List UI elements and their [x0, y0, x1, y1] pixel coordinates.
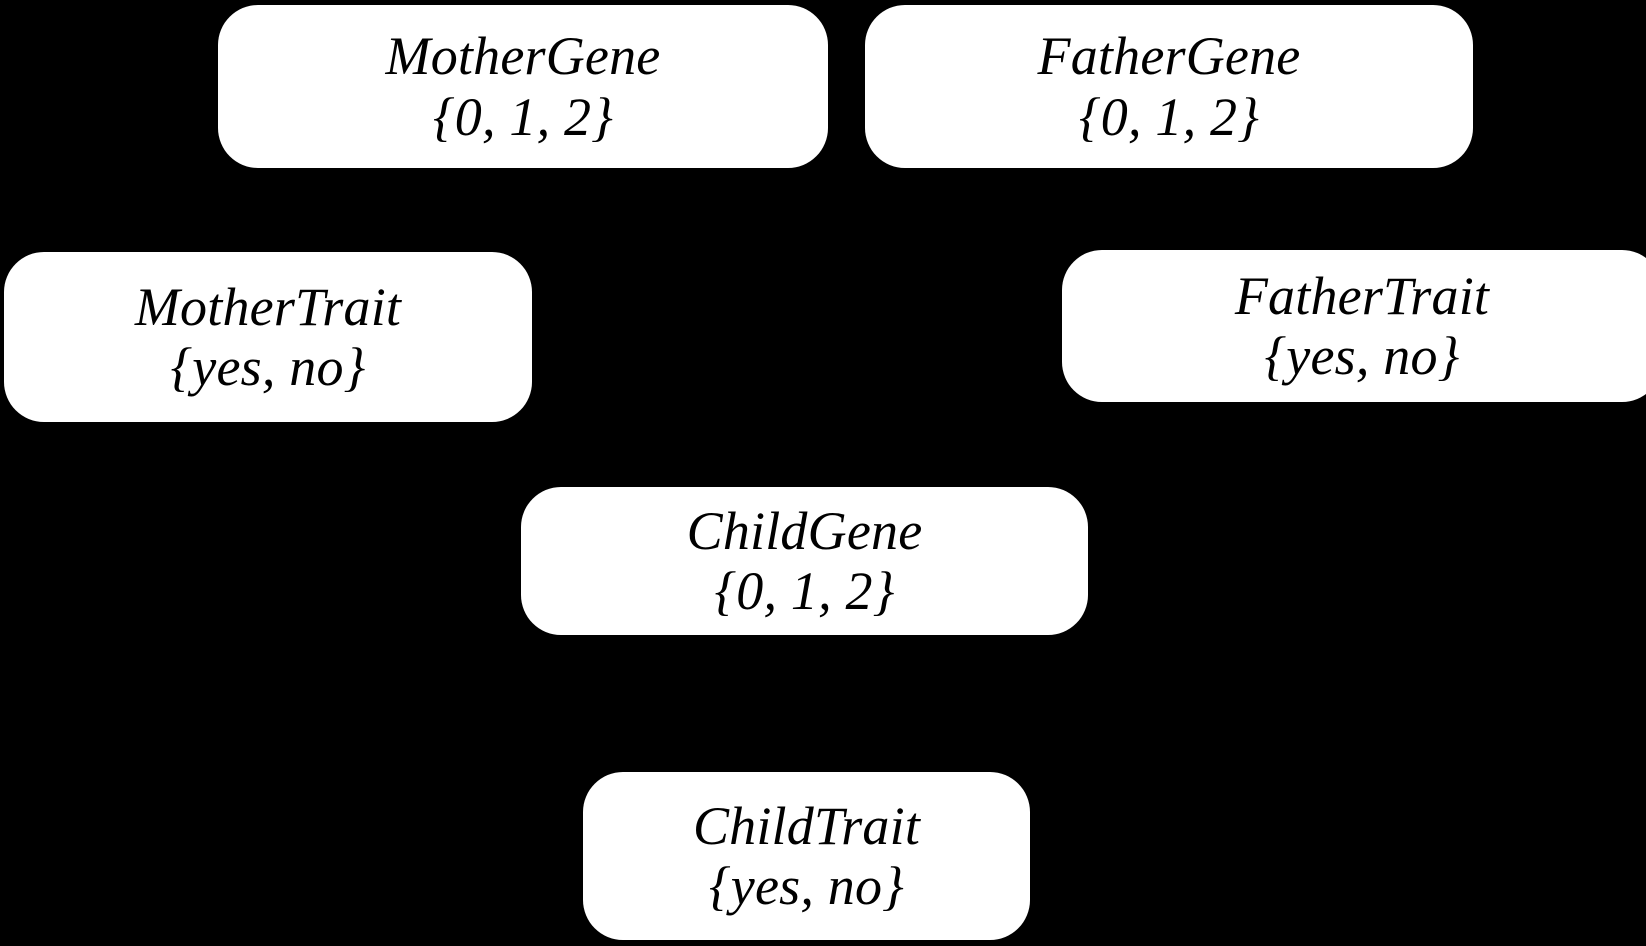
node-mother-trait-title: MotherTrait	[134, 276, 402, 337]
node-child-trait[interactable]: ChildTrait {yes, no}	[583, 772, 1030, 940]
node-child-gene-title: ChildGene	[686, 500, 923, 561]
node-mother-gene-title: MotherGene	[385, 26, 661, 87]
node-father-trait[interactable]: FatherTrait {yes, no}	[1062, 250, 1646, 402]
node-child-trait-domain: {yes, no}	[709, 856, 904, 916]
node-father-trait-domain: {yes, no}	[1264, 326, 1460, 386]
node-child-gene[interactable]: ChildGene {0, 1, 2}	[521, 487, 1088, 635]
node-mother-gene[interactable]: MotherGene {0, 1, 2}	[218, 5, 828, 168]
node-mother-trait-domain: {yes, no}	[170, 337, 366, 397]
node-father-gene-title: FatherGene	[1037, 26, 1301, 87]
node-child-trait-title: ChildTrait	[692, 795, 921, 856]
node-father-trait-title: FatherTrait	[1234, 265, 1490, 326]
node-father-gene[interactable]: FatherGene {0, 1, 2}	[865, 5, 1473, 168]
node-child-gene-domain: {0, 1, 2}	[714, 561, 895, 621]
node-father-gene-domain: {0, 1, 2}	[1079, 86, 1259, 147]
node-mother-gene-domain: {0, 1, 2}	[433, 86, 613, 147]
node-mother-trait[interactable]: MotherTrait {yes, no}	[4, 252, 532, 422]
